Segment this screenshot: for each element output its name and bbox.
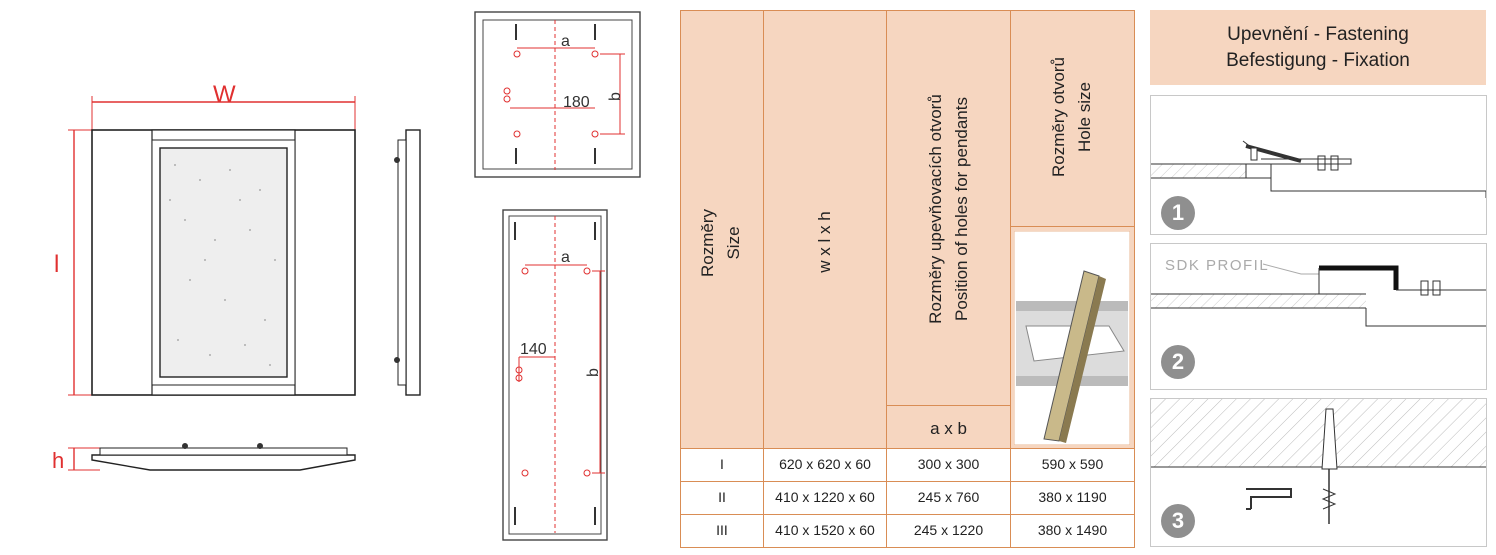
holes-top-a: a: [561, 33, 570, 50]
step-2-number: 2: [1161, 345, 1195, 379]
row2-holes: 245 x 760: [917, 489, 980, 505]
holes-top-dim: 180: [563, 94, 590, 111]
step-2-illustration: SDK PROFIL: [1151, 257, 1486, 327]
holes-bottom-a: a: [561, 249, 570, 266]
holes-drawing-top: a b 180: [474, 11, 641, 178]
row2-hole-size: 380 x 1190: [1038, 489, 1107, 505]
row1-holes: 300 x 300: [917, 456, 980, 472]
row3-dims: 410 x 1520 x 60: [775, 522, 875, 538]
header-holes-sub: a x b: [930, 419, 967, 438]
step-3-illustration: [1151, 399, 1486, 524]
step-3-number: 3: [1161, 504, 1195, 538]
row1-size: I: [720, 456, 724, 472]
holes-bottom-b: b: [585, 368, 602, 377]
panel-drawing: W l h: [52, 81, 421, 473]
row2-size: II: [718, 489, 726, 505]
holes-top-b: b: [607, 92, 624, 101]
header-dims: w x l x h: [815, 211, 834, 273]
l-label: l: [54, 251, 59, 278]
fastening-title: Upevnění - Fastening Befestigung - Fixat…: [1150, 10, 1486, 85]
step-1-illustration: [1151, 140, 1487, 198]
fastening-step-2: SDK PROFIL 2: [1150, 243, 1487, 390]
w-label: W: [213, 81, 236, 108]
sdk-profil-label: SDK PROFIL: [1165, 257, 1269, 274]
h-label: h: [52, 448, 64, 473]
holes-drawing-bottom: a b 140: [502, 209, 608, 541]
row3-holes: 245 x 1220: [913, 522, 984, 538]
row2-dims: 410 x 1220 x 60: [775, 489, 875, 505]
fastening-step-3: 3: [1150, 398, 1487, 547]
row1-hole-size: 590 x 590: [1041, 456, 1104, 472]
ceiling-cut-illustration: [1014, 231, 1130, 445]
row3-size: III: [716, 522, 728, 538]
row1-dims: 620 x 620 x 60: [779, 456, 871, 472]
step-1-number: 1: [1161, 196, 1195, 230]
fastening-step-1: 1: [1150, 95, 1487, 235]
holes-bottom-dim: 140: [520, 341, 547, 358]
row3-hole-size: 380 x 1490: [1037, 522, 1108, 538]
